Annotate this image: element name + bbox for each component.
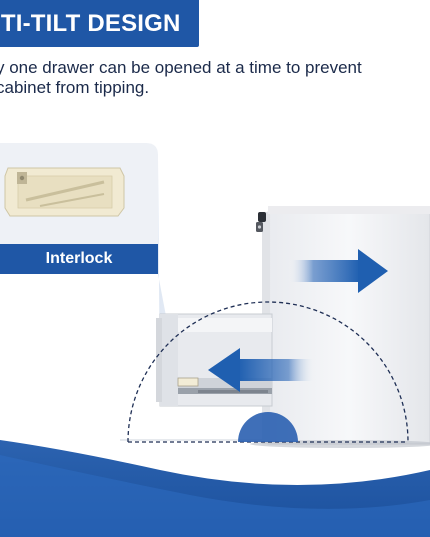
interlock-callout-panel <box>0 143 158 274</box>
banner-title: ITI-TILT DESIGN <box>0 10 181 37</box>
interlock-label: Interlock <box>45 250 113 267</box>
decor-wave-light <box>0 455 430 537</box>
file-cabinet <box>250 206 430 448</box>
arrow-right-icon <box>288 249 388 293</box>
lock-icon <box>256 212 266 232</box>
title-banner: ITI-TILT DESIGN <box>0 0 199 47</box>
description-line-1: y one drawer can be opened at a time to … <box>0 58 362 77</box>
description-line-2: cabinet from tipping. <box>0 78 150 97</box>
pivot-marker <box>238 412 298 442</box>
arrow-left-icon <box>208 348 316 392</box>
tilt-arc <box>127 301 409 443</box>
interlock-part <box>4 167 125 217</box>
description-text: y one drawer can be opened at a time to … <box>0 58 420 98</box>
